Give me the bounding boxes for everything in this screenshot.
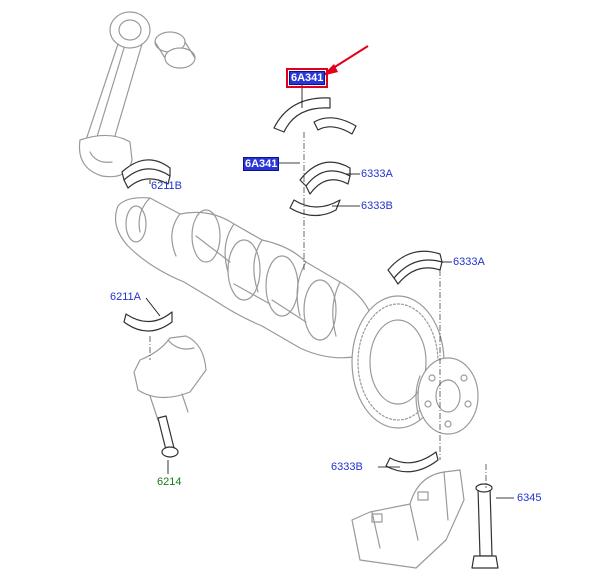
upper-main-bearing-shape xyxy=(299,161,351,195)
connecting-rod-cap xyxy=(133,335,207,421)
callout-rod-bearing-lower[interactable]: 6211A xyxy=(110,291,141,303)
right-lower-main-bearing-shape xyxy=(385,451,439,473)
crankshaft-flange xyxy=(415,357,479,435)
callout-main-cap-bolt[interactable]: 6345 xyxy=(517,492,542,504)
callout-left-thrust-washer[interactable]: 6A341 xyxy=(243,157,280,171)
pointer-arrow xyxy=(322,45,369,76)
crankshaft xyxy=(115,197,375,359)
piston-pin-bushing xyxy=(154,31,196,69)
callout-right-main-bearing-upper[interactable]: 6333A xyxy=(453,256,485,268)
connecting-rod xyxy=(78,11,151,178)
main-cap-bolt-shape xyxy=(471,483,499,569)
callout-top-thrust-washer[interactable]: 6A341 xyxy=(285,68,329,88)
rod-bolt-shape xyxy=(157,415,179,458)
callout-right-main-bearing-lower[interactable]: 6333B xyxy=(331,461,363,473)
callout-rod-bearing-upper[interactable]: 6211B xyxy=(151,180,182,192)
leader-lines xyxy=(145,84,514,499)
upper-thrust-washer-shape xyxy=(273,97,357,135)
rod-bearing-lower-shape xyxy=(123,311,173,332)
callout-upper-main-bearing[interactable]: 6333A xyxy=(361,168,393,180)
callout-lower-main-bearing[interactable]: 6333B xyxy=(361,200,393,212)
alignment-lines xyxy=(149,132,487,488)
rod-bearing-upper-shape xyxy=(121,159,171,189)
callout-rod-bolt[interactable]: 6214 xyxy=(157,476,182,488)
right-upper-main-bearing-shape xyxy=(387,250,443,285)
main-bearing-cap xyxy=(351,469,465,569)
lower-main-bearing-shape xyxy=(289,199,341,217)
